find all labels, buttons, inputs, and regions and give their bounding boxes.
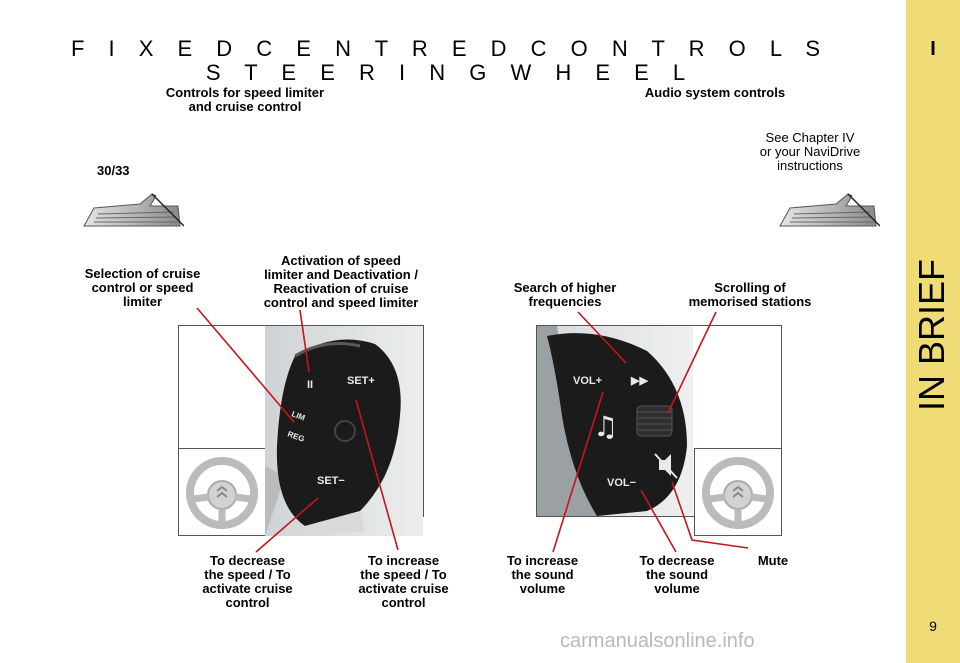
left-section-heading: Controls for speed limiter and cruise co… xyxy=(165,85,325,114)
pause-button[interactable]: II xyxy=(307,379,313,391)
set-minus-button[interactable]: SET− xyxy=(317,475,345,487)
cruise-control-stalk: II SET+ LIM REG SET− xyxy=(265,326,423,536)
audio-control-stalk: VOL+ ▶▶ ♫ VOL− xyxy=(537,326,693,516)
label-decrease-volume: To decrease the sound volume xyxy=(639,553,715,596)
label-increase-volume: To increase the sound volume xyxy=(506,553,579,596)
chapter-sidebar xyxy=(906,0,960,663)
steering-wheel-thumbnail-right xyxy=(694,448,782,536)
seek-button[interactable]: ▶▶ xyxy=(630,375,648,387)
in-brief-text: IN BRIEF xyxy=(911,259,952,411)
label-mute: Mute xyxy=(757,553,789,568)
page-subtitle: S T E E R I N G W H E E L xyxy=(205,60,695,85)
label-scrolling-stations: Scrolling of memorised stations xyxy=(688,280,812,309)
steering-wheel-icon xyxy=(186,457,258,529)
music-note-icon: ♫ xyxy=(593,410,618,443)
steering-wheel-icon-right xyxy=(702,457,774,529)
set-plus-button[interactable]: SET+ xyxy=(347,375,375,387)
page-title: F I X E D C E N T R E D C O N T R O L S xyxy=(70,36,830,61)
mute-icon[interactable] xyxy=(654,453,678,479)
label-activation-limiter: Activation of speed limiter and Deactiva… xyxy=(263,253,419,310)
page-number: 9 xyxy=(929,618,937,634)
label-increase-speed: To increase the speed / To activate crui… xyxy=(358,553,449,610)
vol-minus-button[interactable]: VOL− xyxy=(607,477,636,489)
label-search-frequencies: Search of higher frequencies xyxy=(513,280,617,309)
page-reference: 30/33 xyxy=(97,163,130,178)
steering-wheel-thumbnail-left xyxy=(178,448,266,536)
chapter-note: See Chapter IV or your NaviDrive instruc… xyxy=(759,130,861,173)
right-section-heading: Audio system controls xyxy=(644,85,786,100)
book-reference-icon xyxy=(83,193,184,227)
book-reference-icon-right xyxy=(779,193,880,227)
chapter-number: I xyxy=(930,38,936,60)
vol-plus-button[interactable]: VOL+ xyxy=(573,375,602,387)
watermark: carmanualsonline.info xyxy=(560,630,755,652)
label-selection-cruise-limiter: Selection of cruise control or speed lim… xyxy=(84,266,201,309)
vertical-chapter-title: IN BRIEF xyxy=(911,259,952,411)
label-decrease-speed: To decrease the speed / To activate crui… xyxy=(202,553,293,610)
